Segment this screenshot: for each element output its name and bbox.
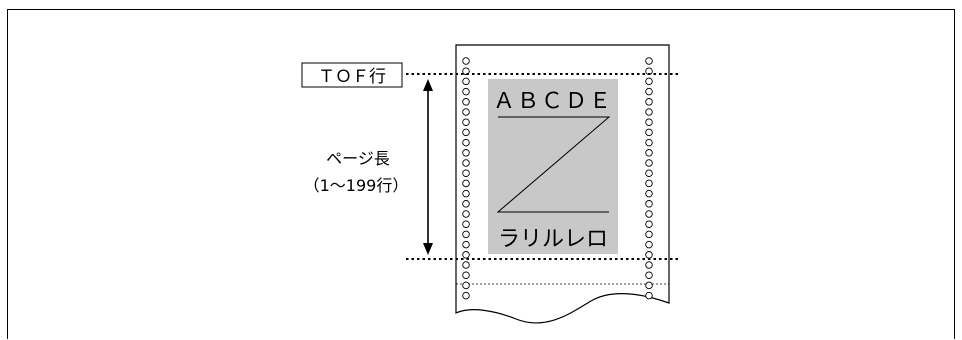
sprocket-hole [462,138,470,147]
sprocket-hole [645,108,653,116]
sprocket-hole [645,179,653,188]
sprocket-hole [462,118,470,126]
sprocket-hole [645,291,653,300]
sprocket-holes-left [462,57,470,300]
sample-bottom-text: ラリルレロ [498,227,608,252]
sprocket-hole [462,220,470,228]
diagram-frame: ＡＢＣＤＥ ラリルレロ ＴＯＦ行 ページ長 （1～199行） [7,9,955,339]
sample-top-text: ＡＢＣＤＥ [493,89,613,114]
sprocket-hole [645,149,653,157]
sprocket-hole [645,271,653,279]
sprocket-hole [462,261,470,269]
sprocket-hole [645,118,653,126]
sprocket-hole [462,179,470,188]
sprocket-hole [645,138,653,147]
tof-label-box [301,62,403,88]
sprocket-hole [645,98,653,106]
sprocket-hole [645,230,653,239]
sprocket-hole [462,210,470,218]
sprocket-hole [645,200,653,208]
sprocket-hole [645,281,653,290]
page-length-range: （1～199行） [304,176,409,195]
sprocket-hole [645,77,653,86]
sprocket-hole [462,251,470,259]
page-length-label: ページ長 [326,149,390,168]
sprocket-hole [645,251,653,259]
sprocket-hole [645,57,653,65]
sprocket-hole [462,240,470,249]
sprocket-hole [462,189,470,198]
sprocket-hole [462,230,470,239]
sprocket-hole [645,210,653,218]
sprocket-hole [462,281,470,290]
arrow-head-down [423,243,433,255]
sprocket-holes-right [645,57,653,300]
arrow-head-up [423,79,433,91]
sprocket-hole [645,261,653,269]
sprocket-hole [645,189,653,198]
page-length-diagram: ＡＢＣＤＥ ラリルレロ ＴＯＦ行 ページ長 （1～199行） [301,44,681,324]
sprocket-hole [462,87,470,96]
sprocket-hole [462,67,470,75]
sprocket-hole [462,291,470,300]
sprocket-hole [645,220,653,228]
sprocket-hole [462,169,470,177]
tof-label: ＴＯＦ行 [318,67,386,87]
sprocket-hole [645,169,653,177]
sprocket-hole [462,77,470,86]
sprocket-hole [462,149,470,157]
z-figure [496,116,611,213]
sprocket-hole [462,271,470,279]
sprocket-hole [645,240,653,249]
print-area [488,79,618,254]
sprocket-hole [462,200,470,208]
sprocket-hole [462,128,470,137]
sprocket-hole [645,87,653,96]
sprocket-hole [462,159,470,167]
sprocket-hole [645,159,653,167]
sprocket-hole [462,108,470,116]
sprocket-hole [645,128,653,137]
sprocket-hole [462,57,470,65]
sprocket-hole [462,98,470,106]
